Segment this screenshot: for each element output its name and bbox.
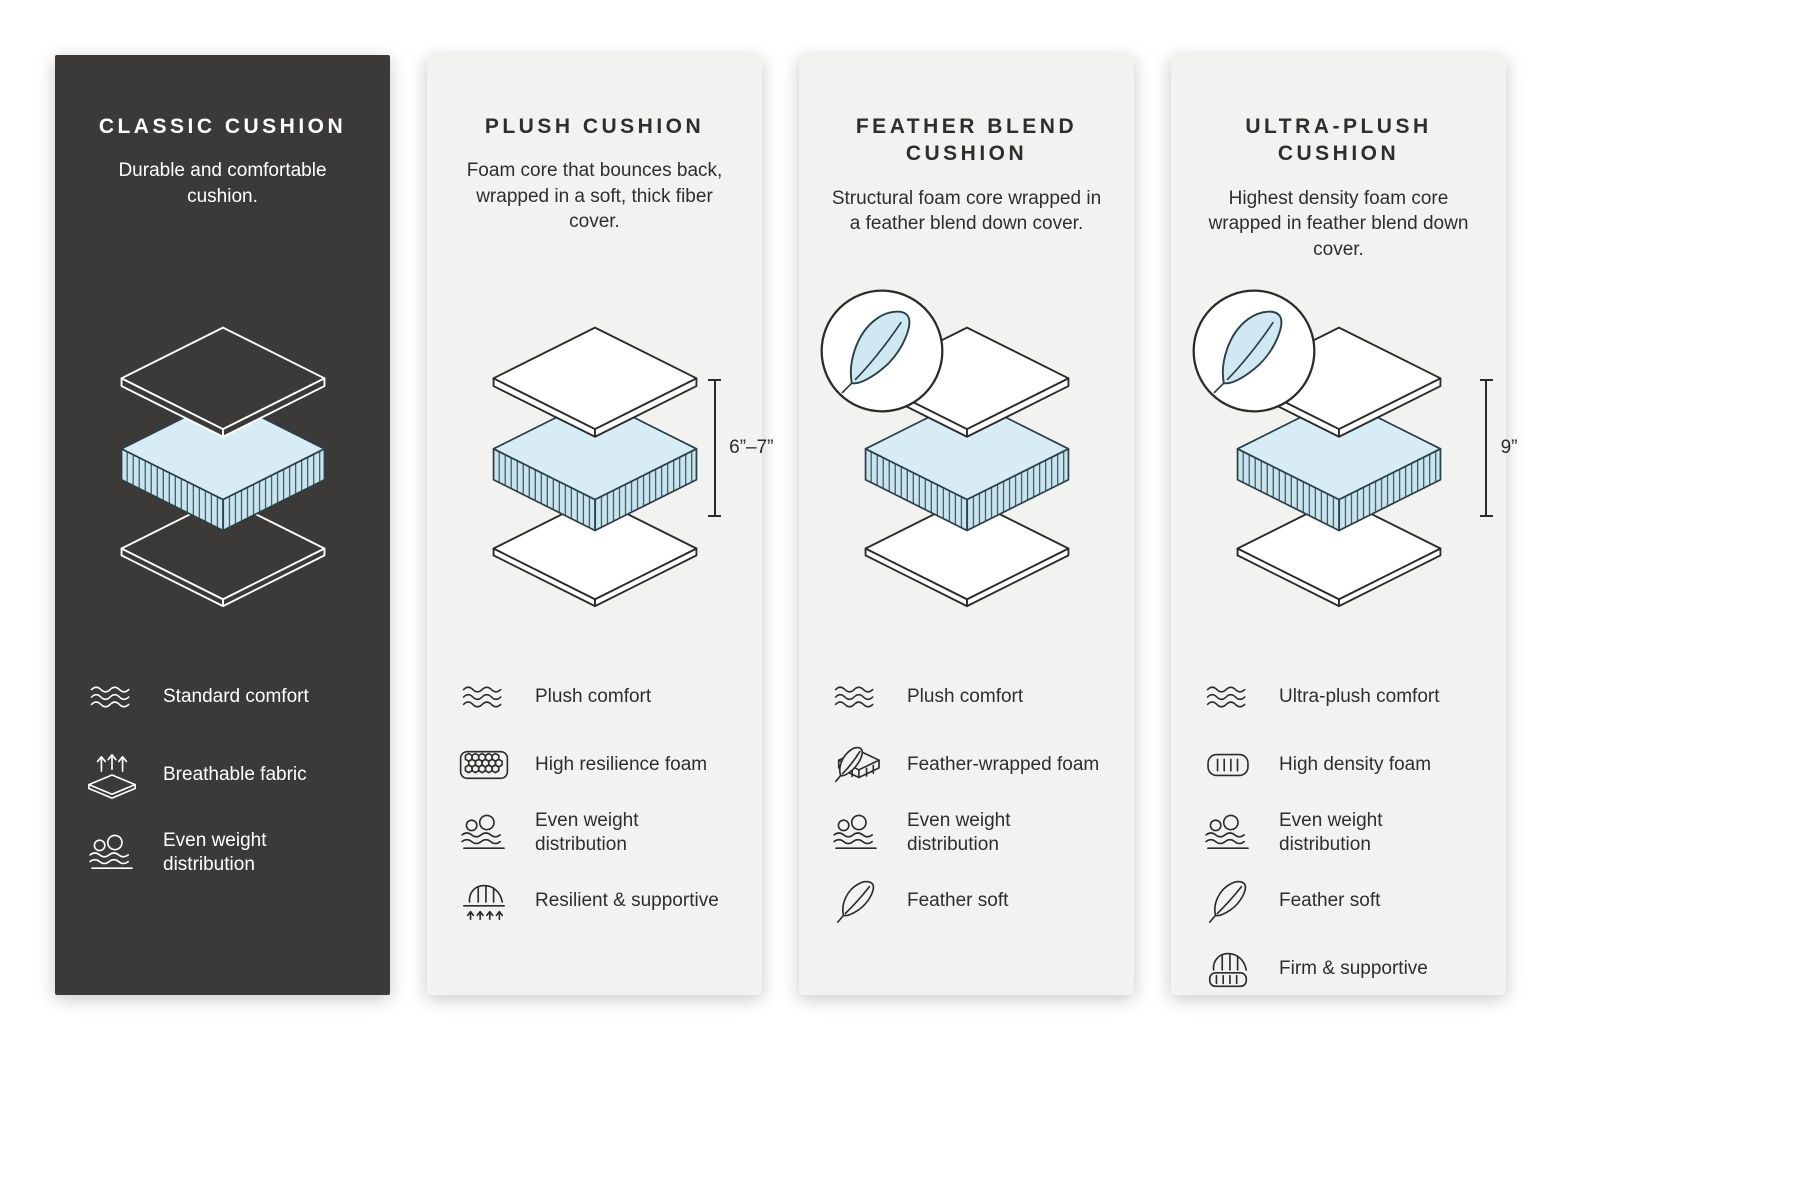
waves-icon [455, 681, 513, 713]
cushion-illustration: 6”–7” [466, 319, 774, 613]
feature-label: Standard comfort [163, 685, 309, 707]
height-measurement: 6”–7” [708, 379, 774, 517]
cushion-foam-core [864, 397, 1069, 532]
feather-icon [1199, 877, 1257, 925]
feature-label: Even weight distribution [1279, 809, 1383, 855]
even-weight-icon [1199, 813, 1257, 853]
measure-bracket [1479, 379, 1493, 517]
feature-row: Plush comfort [455, 671, 734, 723]
feature-label: Feather-wrapped foam [907, 753, 1100, 775]
panel-description: Foam core that bounces back, wrapped in … [466, 160, 723, 233]
cushion-top-layer [492, 326, 697, 438]
panel-plush-cushion: PLUSH CUSHION Foam core that bounces bac… [427, 55, 774, 995]
feature-row: High density foam [1199, 739, 1478, 791]
honeycomb-icon [455, 744, 513, 786]
feature-label: Plush comfort [907, 685, 1024, 707]
feature-row: Feather soft [827, 875, 1106, 927]
waves-icon [83, 681, 141, 713]
illustration-area: 9” [1192, 283, 1518, 659]
height-measurement: 9” [1479, 379, 1518, 517]
cushion-foam-core [492, 397, 697, 532]
feature-row: Standard comfort [83, 671, 362, 723]
panel-ultra-plush-cushion: ULTRA-PLUSH CUSHION Highest density foam… [1171, 55, 1518, 995]
density-foam-icon [1199, 746, 1257, 784]
feature-row: Breathable fabric [83, 749, 362, 801]
cushion-foam-core [120, 397, 325, 532]
even-weight-icon [83, 833, 141, 873]
feature-list: Standard comfort Breathable fabric [83, 671, 362, 879]
cushion-illustration: 9” [1192, 289, 1518, 613]
measure-label: 9” [1500, 437, 1518, 458]
breathable-fabric-icon [83, 750, 141, 800]
feature-row: Even weight distribution [827, 807, 1106, 859]
feature-label: Even weight distribution [163, 829, 267, 875]
cushion-foam-core [1236, 397, 1441, 532]
feature-row: Resilient & supportive [455, 875, 734, 927]
panel-head: PLUSH CUSHION Foam core that bounces bac… [455, 113, 734, 283]
feature-row: Even weight distribution [83, 827, 362, 879]
feature-label: Feather soft [1279, 889, 1381, 911]
panel-description: Highest density foam core wrapped in fea… [1208, 187, 1469, 260]
illustration-area [820, 283, 1106, 659]
hand-firm-icon [1199, 944, 1257, 994]
measure-label: 6”–7” [729, 437, 774, 458]
feather-badge [1192, 289, 1315, 413]
cushion-diagram [492, 326, 697, 608]
cushion-bottom-layer [492, 496, 697, 608]
feature-row: Feather soft [1199, 875, 1478, 927]
waves-icon [1199, 681, 1257, 713]
feature-list: Ultra-plush comfort High density foam [1199, 671, 1478, 995]
panel-classic-cushion: CLASSIC CUSHION Durable and comfortable … [55, 55, 390, 995]
feature-row: Even weight distribution [455, 807, 734, 859]
panel-row: CLASSIC CUSHION Durable and comfortable … [55, 55, 1518, 995]
feature-label: Ultra-plush comfort [1279, 685, 1440, 707]
hand-press-icon [455, 876, 513, 926]
feather-badge [820, 289, 943, 413]
panel-feather-blend-cushion: FEATHER BLEND CUSHION Structural foam co… [799, 55, 1134, 995]
feature-row: Feather-wrapped foam [827, 739, 1106, 791]
cushion-diagram [120, 326, 325, 608]
cushion-top-layer [120, 326, 325, 438]
panel-title: CLASSIC CUSHION [98, 115, 347, 138]
cushion-bottom-layer [864, 496, 1069, 608]
feature-row: High resilience foam [455, 739, 734, 791]
panel-title: FEATHER BLEND CUSHION [855, 115, 1078, 166]
even-weight-icon [455, 813, 513, 853]
feather-foam-icon [827, 741, 885, 789]
feature-label: High density foam [1279, 753, 1432, 775]
measure-bracket [708, 379, 722, 517]
cushion-illustration [820, 289, 1096, 613]
cushion-diagram [1236, 326, 1441, 608]
panel-title: ULTRA-PLUSH CUSHION [1245, 115, 1432, 166]
feature-label: Resilient & supportive [535, 889, 719, 911]
panel-description: Structural foam core wrapped in a feathe… [831, 187, 1102, 235]
feature-row: Plush comfort [827, 671, 1106, 723]
cushion-bottom-layer [120, 496, 325, 608]
feature-list: Plush comfort Feather-wrapped foam [827, 671, 1106, 927]
feature-label: Breathable fabric [163, 763, 307, 785]
feature-row: Ultra-plush comfort [1199, 671, 1478, 723]
panel-head: CLASSIC CUSHION Durable and comfortable … [83, 113, 362, 283]
illustration-area [83, 283, 362, 659]
even-weight-icon [827, 813, 885, 853]
cushion-bottom-layer [1236, 496, 1441, 608]
waves-icon [827, 681, 885, 713]
feature-label: Plush comfort [535, 685, 652, 707]
feature-label: Feather soft [907, 889, 1009, 911]
feather-icon [827, 877, 885, 925]
feature-label: High resilience foam [535, 753, 708, 775]
feature-label: Even weight distribution [535, 809, 639, 855]
panel-head: ULTRA-PLUSH CUSHION Highest density foam… [1199, 113, 1478, 283]
cushion-illustration [94, 319, 352, 613]
feature-row: Firm & supportive [1199, 943, 1478, 995]
panel-head: FEATHER BLEND CUSHION Structural foam co… [827, 113, 1106, 283]
panel-title: PLUSH CUSHION [484, 115, 705, 138]
feature-label: Firm & supportive [1279, 957, 1428, 979]
panel-description: Durable and comfortable cushion. [118, 160, 327, 207]
feature-row: Even weight distribution [1199, 807, 1478, 859]
feature-label: Even weight distribution [907, 809, 1011, 855]
feature-list: Plush comfort High resilience foam [455, 671, 734, 927]
illustration-area: 6”–7” [455, 283, 774, 659]
